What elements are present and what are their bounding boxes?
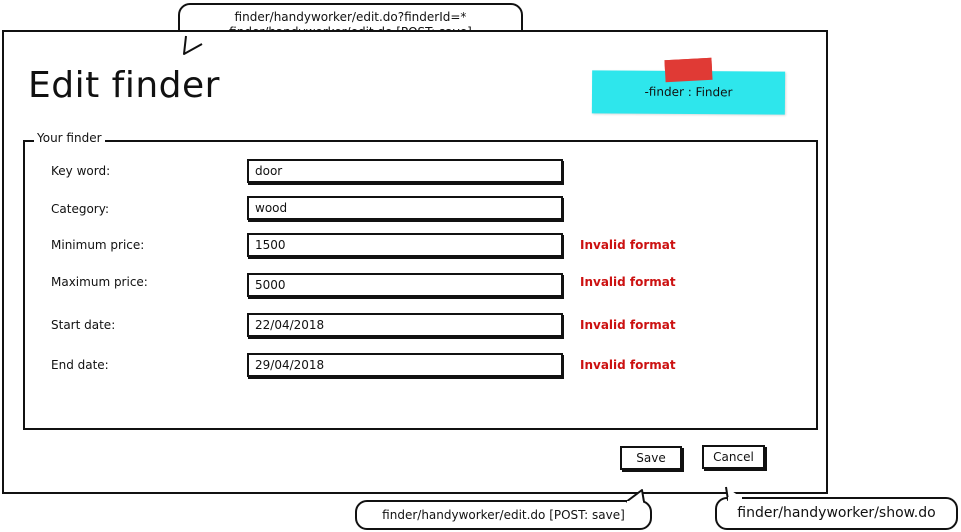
- cancel-url-callout: finder/handyworker/show.do: [715, 497, 958, 530]
- keyword-input[interactable]: door: [247, 159, 563, 183]
- category-label: Category:: [51, 202, 109, 216]
- fieldset-legend: Your finder: [34, 131, 105, 145]
- cancel-button[interactable]: Cancel: [702, 445, 765, 469]
- start-date-error: Invalid format: [580, 318, 676, 332]
- end-date-label: End date:: [51, 358, 109, 372]
- top-callout-tail: [183, 35, 203, 55]
- save-button[interactable]: Save: [620, 446, 682, 470]
- page-title: Edit finder: [28, 65, 220, 106]
- min-price-input[interactable]: 1500: [247, 233, 563, 257]
- end-date-input[interactable]: 29/04/2018: [247, 353, 563, 377]
- keyword-label: Key word:: [51, 164, 111, 178]
- cancel-url-callout-text: finder/handyworker/show.do: [737, 505, 936, 521]
- end-date-error: Invalid format: [580, 358, 676, 372]
- save-url-callout-text: finder/handyworker/edit.do [POST: save]: [382, 508, 625, 522]
- top-url-callout-line1: finder/handyworker/edit.do?finderId=*: [234, 10, 467, 24]
- max-price-label: Maximum price:: [51, 275, 148, 289]
- sticky-note-tape-top: [664, 57, 713, 83]
- min-price-label: Minimum price:: [51, 238, 145, 252]
- cancel-callout-tail: [725, 486, 743, 501]
- finder-fieldset: [23, 140, 818, 430]
- max-price-input[interactable]: 5000: [247, 273, 563, 297]
- sticky-note-text: -finder : Finder: [644, 84, 733, 100]
- save-callout-tail: [625, 489, 645, 505]
- min-price-error: Invalid format: [580, 238, 676, 252]
- start-date-label: Start date:: [51, 318, 116, 332]
- start-date-input[interactable]: 22/04/2018: [247, 313, 563, 337]
- category-input[interactable]: wood: [247, 196, 563, 220]
- save-url-callout: finder/handyworker/edit.do [POST: save]: [355, 500, 652, 530]
- max-price-error: Invalid format: [580, 275, 676, 289]
